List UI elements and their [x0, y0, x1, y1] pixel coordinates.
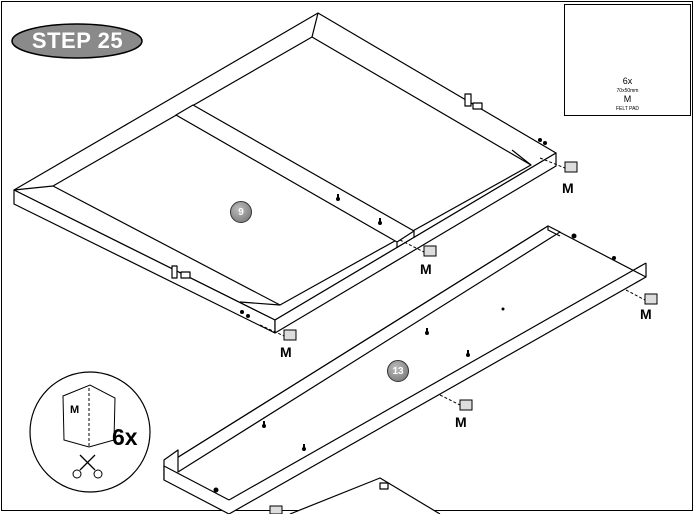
felt-pad-label: M: [455, 414, 467, 430]
part-number-frame: 9: [230, 201, 252, 223]
felt-pad-label: M: [562, 180, 574, 196]
inset-quantity: 6x: [622, 76, 633, 86]
felt-pad-label: M: [640, 306, 652, 322]
felt-pad-markers: [259, 157, 658, 514]
cut-detail-letter: M: [70, 404, 80, 416]
felt-pad-inset: 6x 70x50mm M FELT PAD: [564, 4, 691, 116]
step-badge: STEP 25: [10, 22, 145, 60]
bed-frame-panel: [13, 12, 557, 334]
inset-name: FELT PAD: [615, 106, 640, 112]
cut-detail-circle: [29, 371, 151, 493]
cut-detail-quantity: 6x: [112, 424, 138, 450]
inset-size: 70x50mm: [616, 88, 639, 94]
felt-pad-label: M: [420, 261, 432, 277]
step-label: STEP 25: [31, 28, 124, 53]
part-number-rail: 13: [387, 360, 409, 382]
inset-letter: M: [623, 94, 632, 104]
peg-markers: [213, 138, 616, 493]
felt-pad-label: M: [280, 344, 292, 360]
